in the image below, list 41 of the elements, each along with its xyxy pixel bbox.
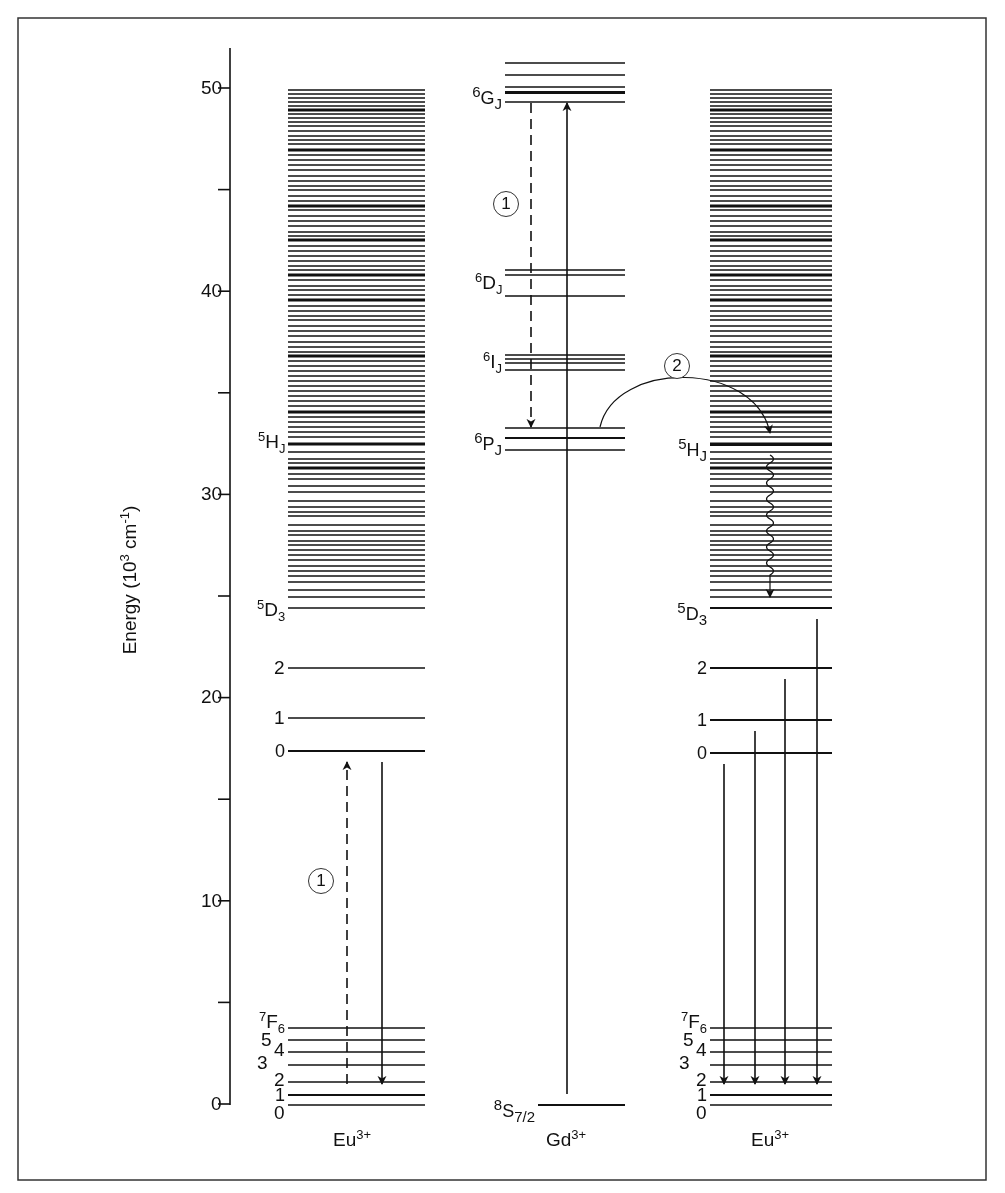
arrow [377,761,387,1085]
level-label: $^{5}$D$_{3}$ [257,599,286,621]
tick-label: 40 [201,280,223,302]
level-label: $^{5}$D$_{3}$ [676,598,707,630]
tick-label: 30 [201,483,223,505]
arrow [599,376,772,434]
level-label: 3 [257,1052,268,1074]
tick-label: 20 [201,686,223,708]
level-label: 2 [274,657,285,679]
level-label: $^{5}$H$_{J}$ [677,434,707,466]
level-label: $^{5}$H$_{J}$ [258,431,286,453]
level-label: 2 [696,657,707,679]
tick-label: 50 [201,77,223,99]
level-label: $^{6}$P$_{J}$ [473,428,502,460]
wavy-arrow [765,454,775,598]
edge-label: 2 [664,353,690,379]
arrow [719,763,729,1085]
arrow [812,618,822,1085]
level-label: 1 [274,707,285,729]
level-label: 1 [696,709,707,731]
level-label: $^{8}$S$_{7/2}$ [492,1095,535,1127]
level-label: 4 [274,1039,285,1061]
arrow [526,102,536,428]
arrow [780,678,790,1085]
level-label: 4 [696,1039,707,1061]
level-label: $^{6}$D$_{J}$ [475,272,503,294]
edge-label: 1 [308,868,334,894]
ion-label: Eu$^{3+}$ [751,1129,790,1151]
arrow [342,761,352,1085]
edge-label: 1 [493,191,519,217]
level-label: 0 [274,740,285,762]
tick-label: 10 [201,890,223,912]
arrow [750,730,760,1085]
level-label: 0 [696,742,707,764]
ion-label: Eu$^{3+}$ [333,1129,372,1151]
level-label: 3 [679,1052,690,1074]
level-label: $^{6}$I$_{J}$ [483,351,502,373]
level-label: $^{6}$G$_{J}$ [471,82,502,114]
tick-label: 0 [211,1093,222,1115]
ion-label: Gd$^{3+}$ [546,1129,587,1151]
arrow [562,102,572,1095]
